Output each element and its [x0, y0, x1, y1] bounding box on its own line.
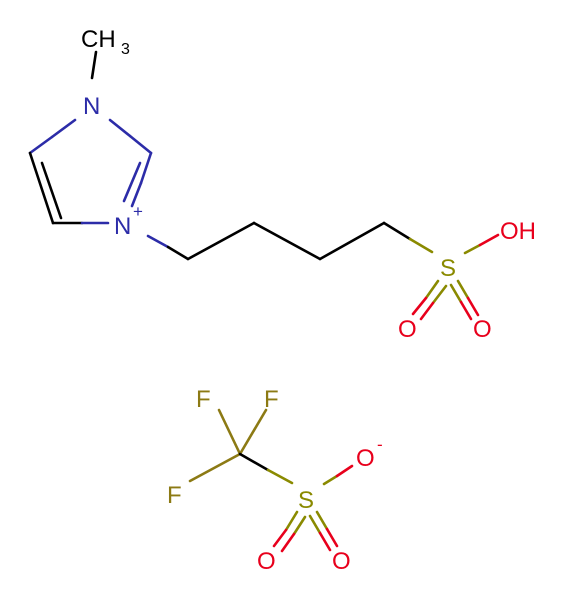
bond-s-o-left-2 — [431, 284, 448, 305]
sulfonic-o-right-label: O — [473, 316, 492, 343]
bond-c-s-b — [266, 468, 294, 485]
bond-f3-c — [188, 452, 242, 483]
bond-f2-c — [238, 408, 268, 456]
n3-charge: + — [133, 202, 143, 221]
methyl-label: CH — [81, 26, 116, 53]
bond-s-obr — [315, 510, 329, 531]
bond-chain-1 — [186, 221, 256, 261]
bond-s-o-right-b — [466, 296, 480, 317]
bond-n1-c5-c — [28, 135, 54, 155]
bond-chain-2 — [252, 221, 322, 261]
bond-c5-c4 — [28, 151, 55, 225]
anion-o-bottom-right-label: O — [332, 548, 351, 575]
bond-s-oh-b — [478, 233, 500, 247]
bond-s-obr-b — [325, 527, 339, 548]
bond-n1-c2 — [108, 118, 132, 138]
bond-c2-n3 — [139, 151, 153, 185]
bond-chain-s-b — [408, 237, 434, 254]
anion-labels: F F F S O - O O — [167, 386, 383, 575]
bond-s-obl-b — [272, 528, 288, 548]
bond-n1-c5 — [50, 118, 77, 139]
bond-s-oh — [463, 243, 482, 255]
bond-s-o-left-2b — [419, 301, 435, 321]
bond-s-o-left-b — [411, 296, 428, 316]
bond-s-ominus — [322, 474, 339, 486]
bond-c2-n3-b — [130, 181, 143, 208]
bond-c2-n3-inner — [122, 161, 142, 203]
bond-s-obl-2 — [292, 515, 307, 536]
sulfonic-s-label: S — [440, 255, 456, 282]
bond-s-obl-2b — [280, 532, 296, 553]
sulfonic-o-left-label: O — [398, 316, 417, 343]
o-minus-label: O — [356, 445, 375, 472]
bond-ch2a — [166, 245, 190, 261]
anion-s-label: S — [298, 487, 314, 514]
f-left-label: F — [167, 482, 182, 509]
cation-bonds — [28, 50, 500, 321]
bond-c-s — [238, 452, 270, 472]
o-minus-charge: - — [377, 435, 383, 454]
f-top-left-label: F — [196, 386, 211, 413]
bond-s-o-right-2 — [449, 283, 463, 304]
bond-s-obl — [284, 510, 299, 532]
bond-s-obr-2 — [308, 514, 322, 535]
bond-c5-c4-inner — [40, 161, 63, 220]
bond-f1-c — [217, 408, 242, 456]
bond-chain-3 — [318, 221, 386, 261]
bond-chain-s — [382, 221, 412, 241]
bond-methyl-n1 — [90, 50, 98, 80]
anion-o-bottom-left-label: O — [257, 548, 276, 575]
anion-bonds — [188, 408, 354, 553]
bond-n1-c2-c — [128, 134, 153, 155]
cation-labels: CH 3 N N + S OH O O — [81, 26, 536, 343]
methyl-subscript: 3 — [121, 41, 130, 58]
bond-s-o-left — [424, 279, 440, 300]
n3-label: N — [114, 213, 131, 240]
n1-label: N — [83, 93, 100, 120]
bond-n3-ch2a — [146, 234, 170, 249]
bond-s-obr-2b — [318, 531, 332, 552]
bond-s-ominus-b — [335, 464, 354, 478]
sulfonic-oh-label: OH — [500, 218, 536, 245]
bond-s-o-right-2b — [459, 300, 473, 321]
f-top-right-label: F — [264, 386, 279, 413]
bond-s-o-right — [456, 279, 470, 300]
